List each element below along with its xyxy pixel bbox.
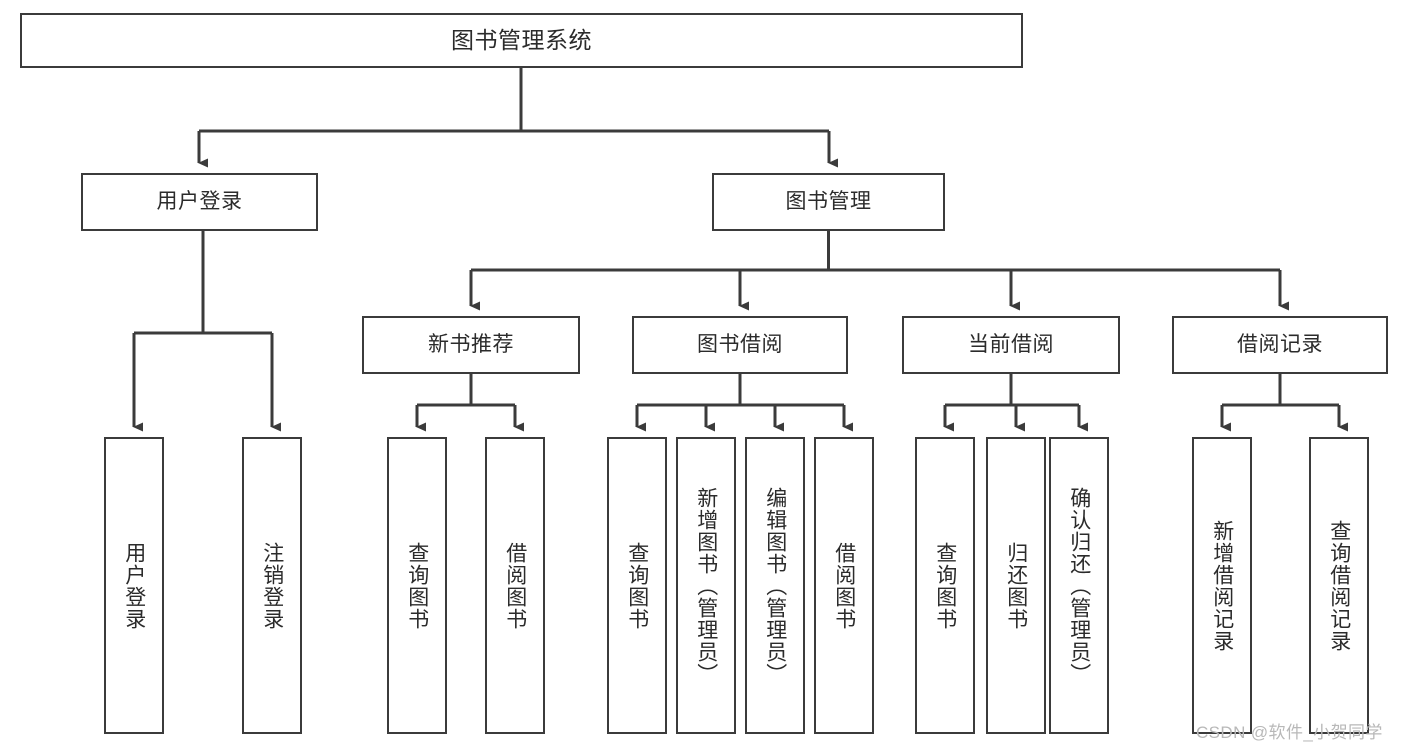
node-label-root: 图书管理系统	[451, 27, 592, 54]
node-label-leaf-confirm-return-admin: 确认归还（管理员）	[1067, 486, 1091, 685]
node-label-leaf-query-book-rec: 查询图书	[405, 541, 429, 630]
node-leaf-add-borrow-record[interactable]: 新增借阅记录	[1192, 437, 1252, 734]
connector-lines	[132, 68, 1348, 432]
node-leaf-query-book-current[interactable]: 查询图书	[915, 437, 975, 734]
node-label-book-borrow: 图书借阅	[697, 332, 783, 356]
node-label-borrow-record: 借阅记录	[1237, 332, 1323, 356]
node-leaf-logout-login[interactable]: 注销登录	[242, 437, 302, 734]
node-leaf-return-book[interactable]: 归还图书	[986, 437, 1046, 734]
node-label-leaf-query-book-current: 查询图书	[933, 541, 957, 630]
node-label-leaf-add-borrow-record: 新增借阅记录	[1210, 519, 1234, 652]
node-label-leaf-borrow-book-rec: 借阅图书	[503, 541, 527, 630]
node-leaf-query-borrow-record[interactable]: 查询借阅记录	[1309, 437, 1369, 734]
node-leaf-confirm-return-admin[interactable]: 确认归还（管理员）	[1049, 437, 1109, 734]
node-label-leaf-borrow-book: 借阅图书	[832, 541, 856, 630]
node-leaf-query-book-borrow[interactable]: 查询图书	[607, 437, 667, 734]
node-leaf-add-book-admin[interactable]: 新增图书（管理员）	[676, 437, 736, 734]
node-label-leaf-query-book-borrow: 查询图书	[625, 541, 649, 630]
node-leaf-borrow-book[interactable]: 借阅图书	[814, 437, 874, 734]
node-leaf-edit-book-admin[interactable]: 编辑图书（管理员）	[745, 437, 805, 734]
node-label-leaf-edit-book-admin: 编辑图书（管理员）	[763, 486, 787, 685]
node-label-leaf-query-borrow-record: 查询借阅记录	[1327, 519, 1351, 652]
node-book-borrow[interactable]: 图书借阅	[632, 316, 848, 374]
node-label-current-borrow: 当前借阅	[968, 332, 1054, 356]
node-book-management[interactable]: 图书管理	[712, 173, 945, 231]
node-leaf-query-book-rec[interactable]: 查询图书	[387, 437, 447, 734]
node-label-leaf-user-login: 用户登录	[122, 541, 146, 630]
node-current-borrow[interactable]: 当前借阅	[902, 316, 1120, 374]
node-label-user-login: 用户登录	[156, 189, 243, 213]
node-label-leaf-return-book: 归还图书	[1004, 541, 1028, 630]
node-label-new-book-recommend: 新书推荐	[428, 332, 514, 356]
node-borrow-record[interactable]: 借阅记录	[1172, 316, 1388, 374]
node-new-book-recommend[interactable]: 新书推荐	[362, 316, 580, 374]
node-label-leaf-logout-login: 注销登录	[260, 541, 284, 630]
node-leaf-user-login[interactable]: 用户登录	[104, 437, 164, 734]
node-user-login[interactable]: 用户登录	[81, 173, 318, 231]
node-root[interactable]: 图书管理系统	[20, 13, 1023, 68]
node-leaf-borrow-book-rec[interactable]: 借阅图书	[485, 437, 545, 734]
node-label-leaf-add-book-admin: 新增图书（管理员）	[694, 486, 718, 685]
node-label-book-management: 图书管理	[785, 189, 872, 213]
